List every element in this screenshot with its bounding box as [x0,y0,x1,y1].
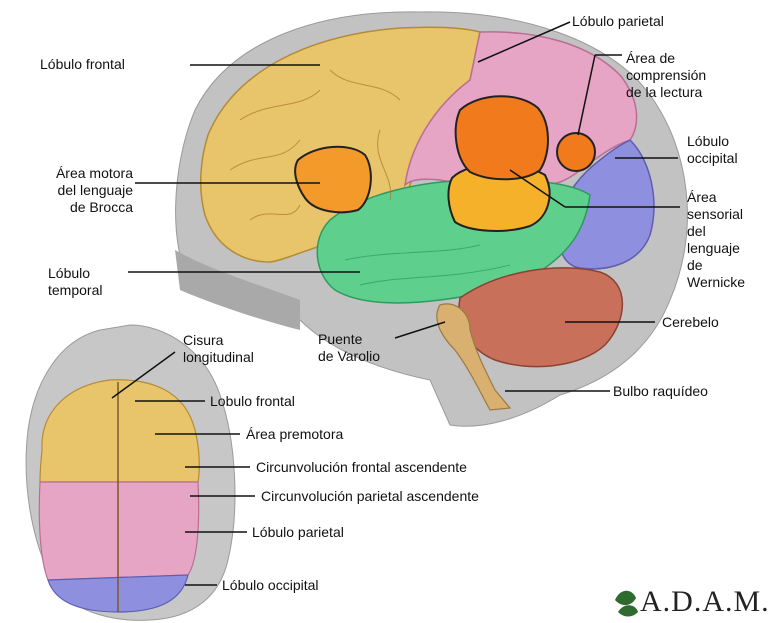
label-circ-frontal: Circunvolución frontal ascendente [256,459,467,476]
label-area-motora: Área motora del lenguaje de Brocca [18,165,133,216]
reading-comprehension-area [456,96,548,179]
label-lobulo-occipital: Lóbulo occipital [687,133,738,167]
label-lobulo-parietal: Lóbulo parietal [572,13,664,30]
label-area-comprension: Área de comprensión de la lectura [626,50,706,101]
label-top-lobulo-occipital: Lóbulo occipital [222,577,319,594]
label-cisura-longitudinal: Cisura longitudinal [183,332,254,366]
label-cerebelo: Cerebelo [662,314,719,331]
label-top-lobulo-frontal: Lobulo frontal [210,393,295,410]
label-lobulo-frontal: Lóbulo frontal [40,56,125,73]
label-top-lobulo-parietal: Lóbulo parietal [252,524,344,541]
adam-logo-leaf [615,591,638,617]
label-area-sensorial: Área sensorial del lenguaje de Wernicke [687,189,745,291]
label-bulbo-raquideo: Bulbo raquídeo [613,383,708,400]
label-circ-parietal: Circunvolución parietal ascendente [261,488,479,505]
reading-area-spot [557,133,595,171]
top-parietal-lobe [39,482,198,580]
adam-logo-text: A.D.A.M. [640,585,770,619]
label-lobulo-temporal: Lóbulo temporal [48,265,102,299]
label-puente-varolio: Puente de Varolio [318,331,380,365]
label-area-premotora: Área premotora [246,426,343,443]
